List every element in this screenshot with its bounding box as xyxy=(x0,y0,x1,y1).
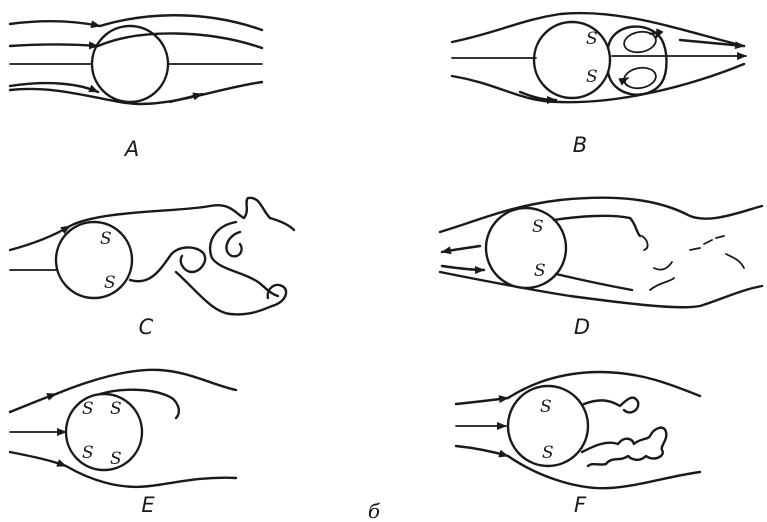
upper-eddy xyxy=(584,398,638,413)
panel-label-f: F xyxy=(574,493,587,517)
streamline-bottom xyxy=(508,456,700,488)
separation-mark: S xyxy=(540,397,552,417)
streamline-bottom-arrow xyxy=(170,94,202,102)
upper-shear-layer xyxy=(554,216,640,236)
streamline-bottom xyxy=(452,64,744,102)
turbulent-fragment xyxy=(690,236,724,250)
streamline-top-outer xyxy=(508,372,700,398)
streamline-middle xyxy=(442,246,480,252)
separation-mark: S xyxy=(82,399,94,419)
panel-a: A xyxy=(10,15,262,161)
lower-vortex-arrow xyxy=(625,78,628,86)
streamline-upper-2 xyxy=(98,33,262,48)
lower-shear-layer xyxy=(130,247,205,281)
streamline-top-outer xyxy=(100,15,262,30)
vortex-wake-lower xyxy=(176,272,286,314)
separation-mark: S xyxy=(82,443,94,463)
panel-f: S S F xyxy=(456,372,700,517)
cylinder xyxy=(56,222,132,298)
vortex-wake-upper xyxy=(210,222,278,296)
turbulent-fragment xyxy=(650,278,674,290)
streamline-top xyxy=(10,226,70,250)
streamline-top xyxy=(10,394,56,412)
turbulent-fragment xyxy=(726,254,744,268)
separation-mark: S xyxy=(542,443,554,463)
cylinder xyxy=(66,394,142,470)
streamline-upper xyxy=(10,45,98,47)
streamline-bottom xyxy=(440,272,762,307)
separation-mark: S xyxy=(532,217,544,237)
panel-label-d: D xyxy=(574,315,590,339)
streamline-bottom-arrow xyxy=(442,266,484,270)
outer-wake xyxy=(270,218,294,230)
panel-label-a: A xyxy=(123,137,139,161)
lower-shear-layer xyxy=(556,274,632,290)
separation-mark: S xyxy=(586,29,598,49)
panel-label-b: B xyxy=(573,133,587,157)
separation-mark: S xyxy=(534,261,546,281)
separation-mark: S xyxy=(110,399,122,419)
streamline-lower xyxy=(10,452,66,466)
panel-c: S S C xyxy=(10,198,294,339)
separation-mark: S xyxy=(104,273,116,293)
panel-d: S S D xyxy=(440,198,762,339)
turbulent-fragment xyxy=(642,236,648,250)
panel-label-c: C xyxy=(139,315,154,339)
panel-label-e: E xyxy=(141,493,155,517)
cylinder xyxy=(534,22,610,98)
separation-mark: S xyxy=(586,67,598,87)
streamline-top xyxy=(456,398,508,404)
turbulent-wake xyxy=(582,428,666,466)
separation-mark: S xyxy=(110,449,122,469)
figure-caption: б xyxy=(368,499,381,522)
turbulent-fragment xyxy=(654,262,672,270)
vortex-curl xyxy=(226,232,241,256)
panel-e: S S S S E xyxy=(10,370,236,517)
separation-mark: S xyxy=(100,229,112,249)
panel-b: S S B xyxy=(452,13,746,157)
streamline-lower xyxy=(456,446,508,456)
wake-bubble xyxy=(608,27,667,95)
streamline-top xyxy=(10,21,100,26)
